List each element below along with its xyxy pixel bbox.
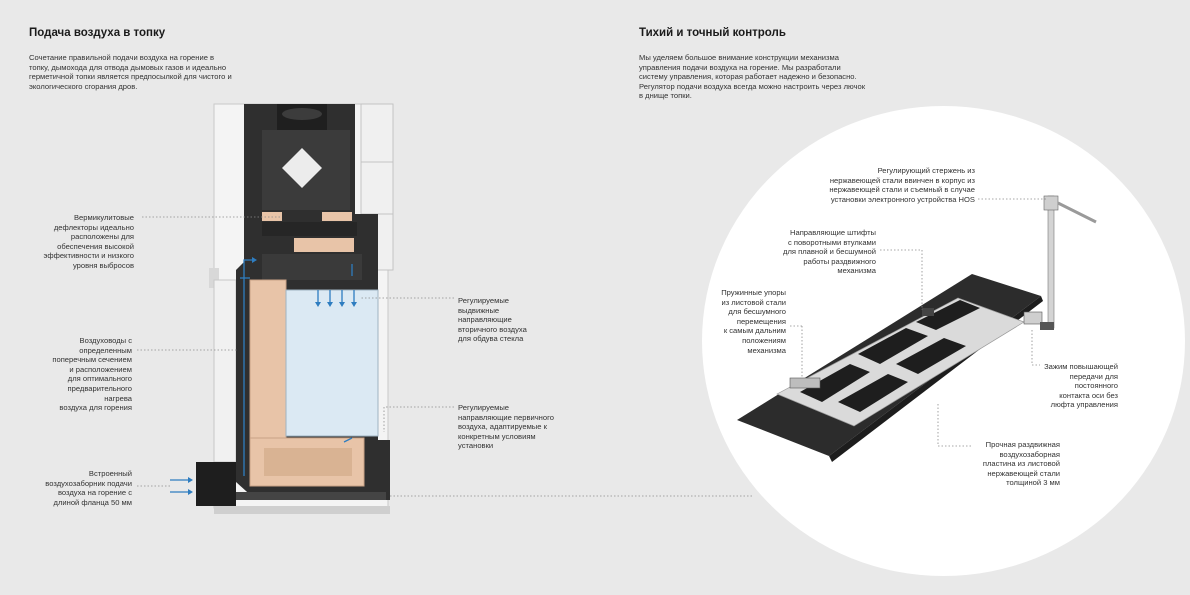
callout-air-intake: Встроенный воздухозаборник подачи воздух…: [45, 469, 132, 507]
callout-clamp: Зажим повышающей передачи для постоянног…: [1044, 362, 1118, 410]
smoke-chamber-window: [282, 148, 322, 188]
firebox-glass: [285, 289, 379, 437]
section-intro-air-supply: Сочетание правильной подачи воздуха на г…: [29, 53, 232, 91]
section-title-control: Тихий и точный контроль: [639, 27, 786, 39]
air-control-plate-illustration: [737, 195, 1097, 462]
vermiculite-deflector: [294, 238, 354, 252]
section-title-air-supply: Подача воздуха в топку: [29, 27, 166, 39]
callout-primary-air: Регулируемые направляющие первичного воз…: [458, 403, 554, 451]
leader-lines: [137, 198, 1046, 497]
callout-intake-plate: Прочная раздвижная воздухозаборная пласт…: [982, 440, 1060, 488]
callout-vermiculite-deflectors: Вермикулитовые дефлекторы идеально распо…: [43, 213, 134, 270]
section-intro-control: Мы уделяем большое внимание конструкции …: [639, 53, 866, 101]
air-intake-flange: [196, 462, 236, 506]
stove-cutaway-illustration: [170, 103, 394, 514]
callout-air-ducts: Воздуховоды с определенным поперечным се…: [52, 336, 132, 413]
callout-guide-pins: Направляющие штифты с поворотными втулка…: [783, 228, 876, 276]
callout-spring-stops: Пружинные упоры из листовой стали для бе…: [721, 288, 786, 355]
callout-secondary-air: Регулируемые выдвижные направляющие втор…: [458, 296, 527, 344]
callout-control-rod: Регулирующий стержень из нержавеющей ста…: [829, 166, 975, 204]
airflow-arrows: [170, 259, 355, 493]
